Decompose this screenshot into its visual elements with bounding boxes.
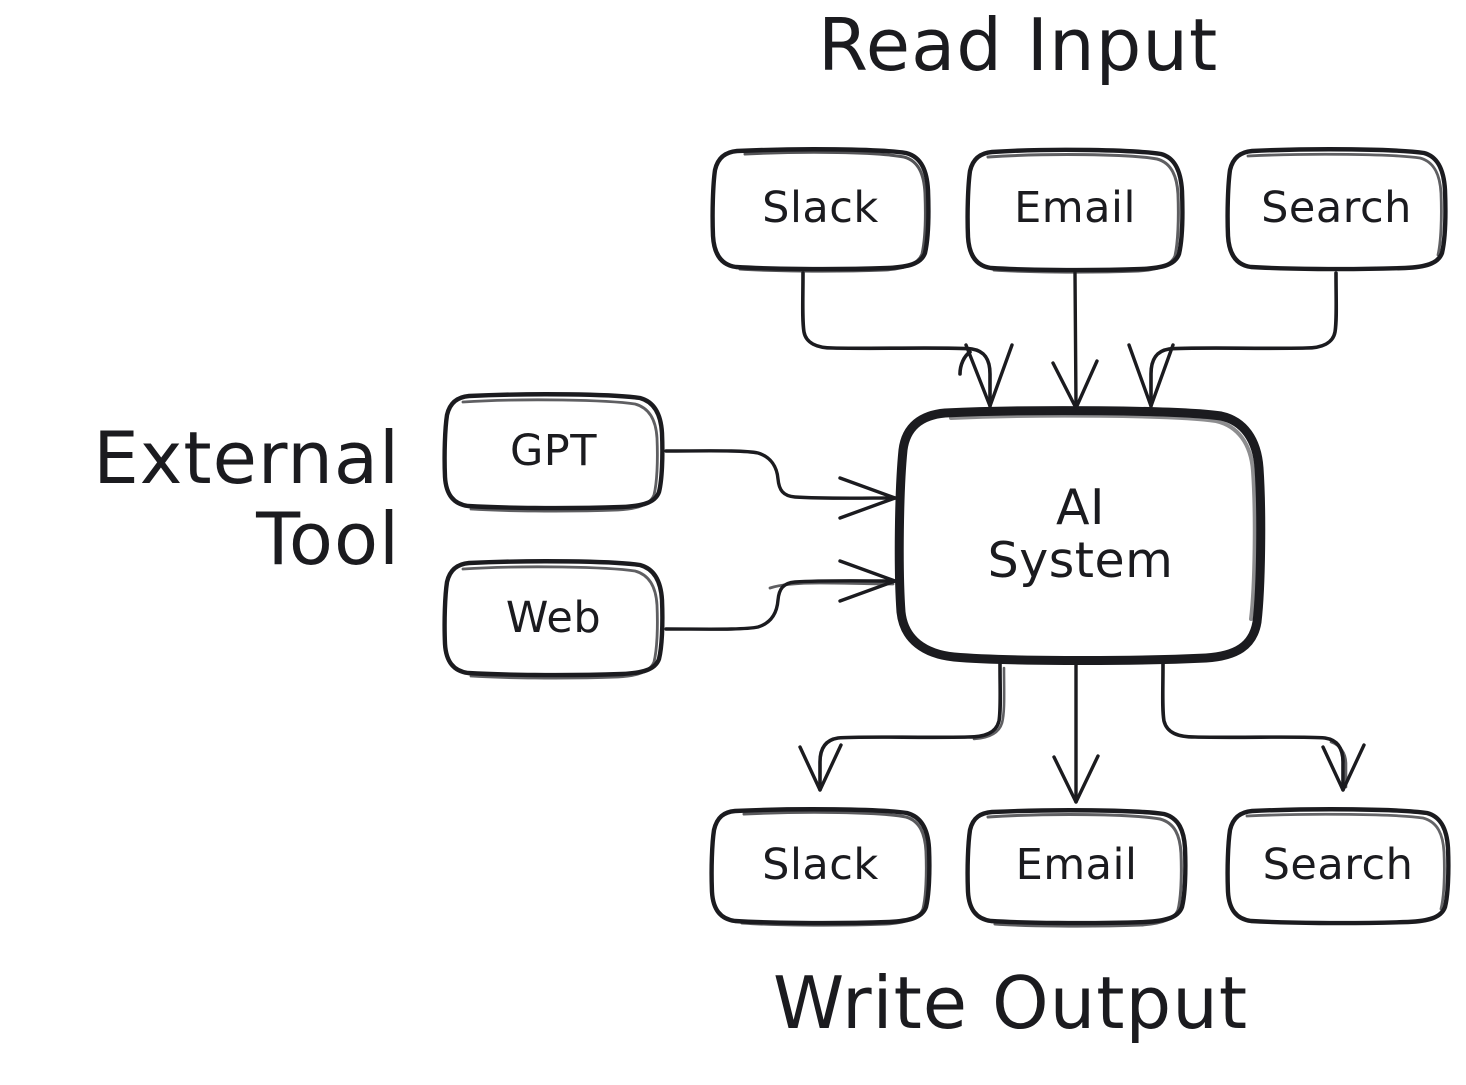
input-email-box-outline[interactable] bbox=[965, 147, 1185, 274]
edge-output-search-arrow bbox=[1160, 662, 1366, 792]
output-search-box-outline[interactable] bbox=[1225, 807, 1451, 926]
output-slack-box-outline[interactable] bbox=[709, 807, 932, 927]
tool-web-box-outline[interactable] bbox=[442, 559, 665, 680]
edge-tool-gpt-arrow bbox=[664, 449, 897, 520]
edge-input-search-arrow bbox=[1127, 271, 1339, 408]
ai-system-box-outline[interactable] bbox=[894, 406, 1266, 666]
edge-output-slack-arrow bbox=[798, 662, 1006, 792]
edge-tool-web-arrow bbox=[664, 559, 897, 631]
edge-output-email-arrow bbox=[1052, 662, 1100, 804]
output-email-box-outline[interactable] bbox=[965, 808, 1188, 928]
input-search-box-outline[interactable] bbox=[1225, 147, 1448, 272]
tool-gpt-box-outline[interactable] bbox=[442, 392, 665, 513]
input-slack-box-outline[interactable] bbox=[710, 147, 931, 273]
edge-input-slack-arrow bbox=[800, 271, 1014, 408]
edge-input-email-arrow bbox=[1051, 271, 1099, 410]
